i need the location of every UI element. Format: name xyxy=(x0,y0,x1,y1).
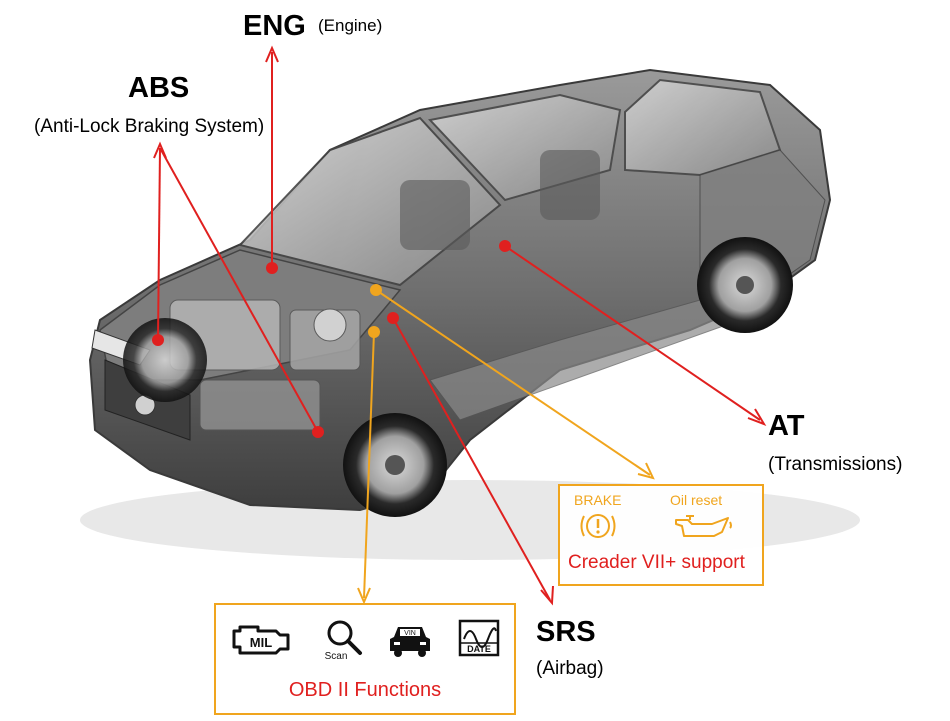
abs-dot-1 xyxy=(152,334,164,346)
abs-dot-2 xyxy=(312,426,324,438)
at-pointer xyxy=(504,245,761,421)
scan-text: Scan xyxy=(325,651,348,661)
support-box: BRAKE Oil reset Creader VII+ support xyxy=(558,484,764,586)
srs-dot xyxy=(387,312,399,324)
support-dot xyxy=(370,284,382,296)
front-wheel xyxy=(343,413,447,517)
oil-reset-label: Oil reset xyxy=(670,492,723,508)
eng-desc: (Engine) xyxy=(318,16,383,35)
eng-dot xyxy=(266,262,278,274)
abs-code: ABS xyxy=(128,72,190,104)
brake-label: BRAKE xyxy=(574,492,622,508)
oil-can-icon xyxy=(675,515,732,537)
date-text: DATE xyxy=(467,644,491,654)
at-desc: (Transmissions) xyxy=(768,454,903,475)
front-left-wheel xyxy=(123,318,207,402)
at-code: AT xyxy=(768,410,805,442)
scan-magnifier-icon: Scan xyxy=(325,620,362,661)
car-illustration xyxy=(80,68,860,560)
srs-pointer xyxy=(392,317,551,601)
vin-text: VIN xyxy=(404,630,416,637)
mil-text: MIL xyxy=(250,635,272,650)
obd-caption: OBD II Functions xyxy=(288,679,442,701)
obd-dot xyxy=(368,326,380,338)
date-graph-icon: DATE xyxy=(458,619,500,657)
obd-box: MIL Scan VIN DATE OBD II Functions xyxy=(214,603,516,715)
pointer-lines xyxy=(153,45,767,606)
srs-code: SRS xyxy=(536,616,596,648)
support-pointer xyxy=(375,289,651,476)
abs-desc: (Anti-Lock Braking System) xyxy=(34,116,265,137)
srs-desc: (Airbag) xyxy=(536,658,604,679)
eng-code: ENG xyxy=(243,10,306,42)
abs-pointer-2 xyxy=(159,147,319,433)
at-dot xyxy=(499,240,511,252)
support-caption: Creader VII+ support xyxy=(568,552,745,573)
mil-engine-icon: MIL xyxy=(232,625,290,655)
pointer-dots xyxy=(152,240,511,438)
obd-pointer xyxy=(363,331,375,599)
rear-wheel xyxy=(697,237,793,333)
abs-pointer-1 xyxy=(157,147,161,341)
brake-warning-icon xyxy=(580,514,616,538)
vin-car-icon: VIN xyxy=(390,627,430,657)
